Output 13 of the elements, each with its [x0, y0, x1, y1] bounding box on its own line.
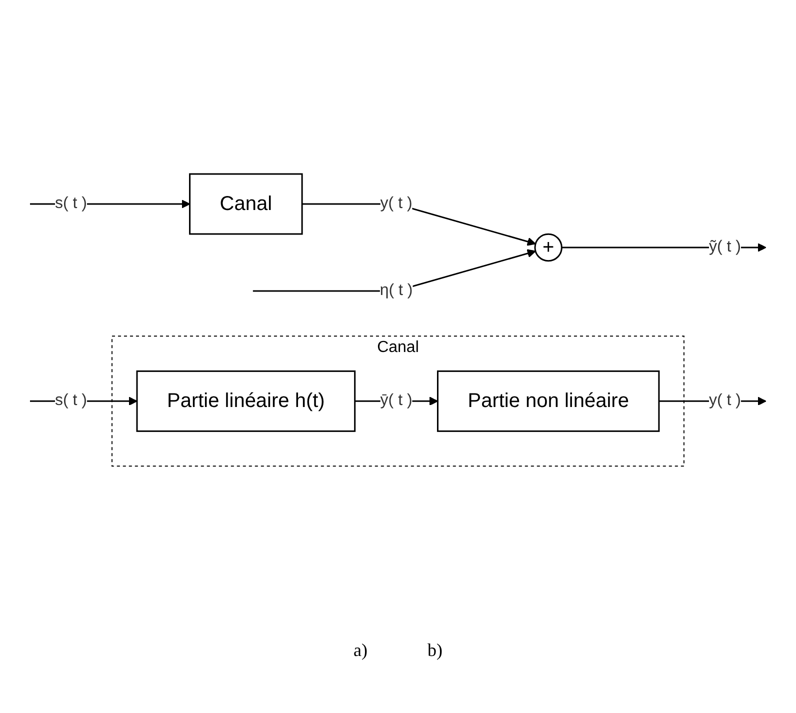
- edge-label: η( t ): [380, 282, 413, 299]
- panel-label: b): [427, 640, 442, 661]
- edge-label: s( t ): [55, 392, 88, 410]
- edge-label: s( t ): [55, 194, 88, 212]
- node-box: Partie linéaire h(t): [136, 370, 356, 432]
- edge-label: ỹ( t ): [708, 238, 741, 256]
- edge-label: y( t ): [380, 194, 412, 212]
- edge-label: ȳ( t ): [380, 392, 412, 410]
- node-box: Partie non linéaire: [437, 370, 660, 432]
- edge-label: y( t ): [708, 392, 741, 410]
- panel-label: a): [354, 640, 368, 661]
- node-box: Canal: [189, 173, 303, 235]
- node-circle: +: [534, 233, 562, 262]
